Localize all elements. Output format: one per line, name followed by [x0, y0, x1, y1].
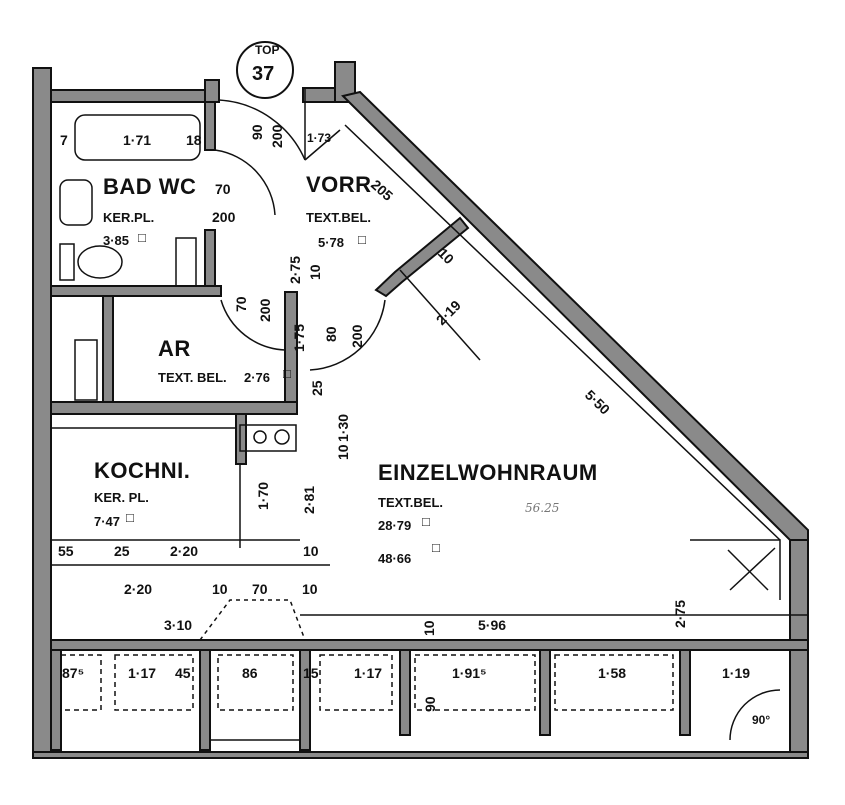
pencil-note: 56.25: [525, 501, 559, 515]
dim-k-10: 10: [303, 543, 319, 559]
dim-s-875: 87⁵: [62, 665, 84, 681]
dim-l-596: 5·96: [478, 617, 506, 633]
dim-v-25: 25: [309, 380, 325, 396]
dim-v-175: 1·75: [291, 324, 307, 352]
dim-v-130: 1·30: [335, 414, 351, 442]
kitchen-floor: KER. PL.: [94, 490, 149, 505]
dim-s-117a: 1·17: [128, 665, 156, 681]
living-name: EINZELWOHNRAUM: [378, 460, 598, 485]
storage-name: AR: [158, 336, 191, 361]
dim-entry-door-h: 200: [269, 124, 285, 148]
living-area: 28·79: [378, 518, 411, 533]
storage-unit: □: [283, 366, 291, 381]
dim-k-220b: 2·20: [124, 581, 152, 597]
dim-k-10c: 10: [302, 581, 318, 597]
dim-living-door-w: 80: [323, 326, 339, 342]
dim-v-10: 10: [335, 444, 351, 460]
dim-s-86: 86: [242, 665, 258, 681]
living-unit2: □: [432, 540, 440, 555]
dim-k-55: 55: [58, 543, 74, 559]
dim-angle: 90°: [752, 713, 770, 727]
dim-s-117b: 1·17: [354, 665, 382, 681]
dim-tub-right: 18: [186, 132, 202, 148]
dim-bath-door-w: 70: [215, 181, 231, 197]
dim-wall-205: 205: [368, 176, 396, 204]
dim-k-281: 2·81: [301, 486, 317, 514]
dim-l-275: 2·75: [672, 600, 688, 628]
dim-k-170: 1·70: [255, 482, 271, 510]
plan-lines: [51, 88, 808, 741]
dim-ar-door-h: 200: [257, 298, 273, 322]
kitchen-name: KOCHNI.: [94, 458, 190, 483]
hall-name: VORR: [306, 172, 372, 197]
dim-k-25: 25: [114, 543, 130, 559]
living-floor: TEXT.BEL.: [378, 495, 443, 510]
dim-tub-len: 1·71: [123, 132, 151, 148]
dim-ar-door-w: 70: [233, 296, 249, 312]
dim-s-119: 1·19: [722, 665, 750, 681]
kitchen-area: 7·47: [94, 514, 120, 529]
dim-k-70: 70: [252, 581, 268, 597]
storage-area: 2·76: [244, 370, 270, 385]
unit-number: 37: [252, 63, 274, 85]
bath-floor: KER.PL.: [103, 210, 154, 225]
living-unit: □: [422, 514, 430, 529]
hall-area: 5·78: [318, 235, 344, 250]
dim-s-90: 90: [422, 696, 438, 712]
dim-k-10b: 10: [212, 581, 228, 597]
bath-area: 3·85: [103, 233, 129, 248]
walls: [32, 61, 809, 759]
bath-name: BAD WC: [103, 174, 196, 199]
unit-top-label: TOP: [255, 43, 279, 57]
kitchen-unit: □: [126, 510, 134, 525]
dim-hall-10: 10: [307, 264, 323, 280]
dim-entry-small: 1·73: [307, 131, 331, 145]
dim-l-10: 10: [421, 620, 437, 636]
dim-diag-550: 5·50: [582, 387, 613, 418]
dim-bath-door-h: 200: [212, 209, 236, 225]
dim-k-310: 3·10: [164, 617, 192, 633]
dim-s-1915: 1·91⁵: [452, 665, 487, 681]
dim-living-door-h: 200: [349, 324, 365, 348]
living-area2: 48·66: [378, 551, 411, 566]
storage-floor: TEXT. BEL.: [158, 370, 227, 385]
dim-s-45: 45: [175, 665, 191, 681]
bath-unit: □: [138, 230, 146, 245]
dim-hall-275: 2·75: [287, 256, 303, 284]
dim-s-158: 1·58: [598, 665, 626, 681]
dim-diag-219: 2·19: [433, 297, 464, 328]
hall-unit: □: [358, 232, 366, 247]
unit-marker: [236, 41, 294, 99]
dim-tub-left: 7: [60, 132, 68, 148]
dim-entry-door-w: 90: [249, 124, 265, 140]
hall-floor: TEXT.BEL.: [306, 210, 371, 225]
dim-k-220: 2·20: [170, 543, 198, 559]
dim-s-15: 15: [303, 665, 319, 681]
